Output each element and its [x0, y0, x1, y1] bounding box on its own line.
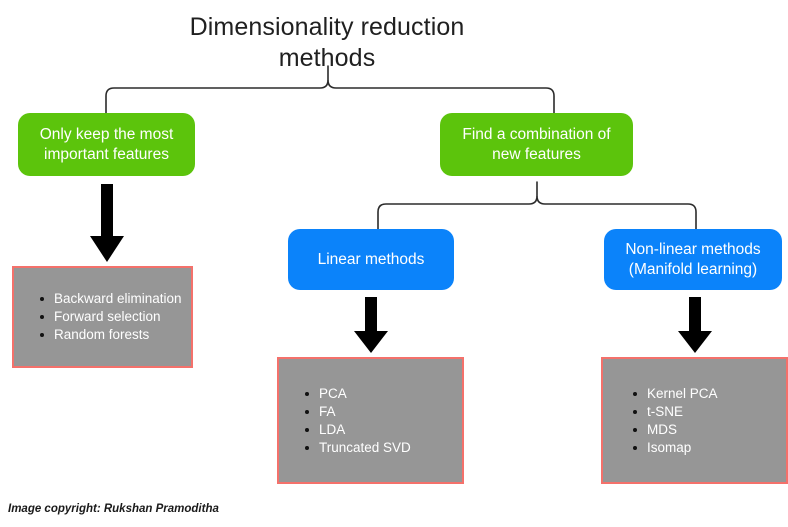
methods-list-feature-selection: Backward elimination Forward selection R…	[12, 266, 193, 368]
list-item: LDA	[305, 421, 462, 439]
list-item: Backward elimination	[40, 290, 191, 308]
copyright-notice: Image copyright: Rukshan Pramoditha	[8, 503, 219, 515]
brace-middle-connector	[376, 181, 698, 233]
category-label-line2: new features	[492, 145, 581, 163]
subcategory-box-linear[interactable]: Linear methods	[288, 229, 454, 290]
list-item: MDS	[633, 421, 786, 439]
subcategory-box-non-linear[interactable]: Non-linear methods (Manifold learning)	[604, 229, 782, 290]
methods-list: Backward elimination Forward selection R…	[14, 290, 191, 344]
list-item: Forward selection	[40, 308, 191, 326]
arrow-down-icon-linear	[352, 297, 390, 355]
arrow-down-icon-feature-selection	[88, 184, 126, 264]
page-title-line1: Dimensionality reduction	[189, 13, 465, 41]
list-item: Random forests	[40, 326, 191, 344]
category-label-line1: Find a combination of	[462, 125, 611, 143]
list-item: PCA	[305, 385, 462, 403]
list-item: Kernel PCA	[633, 385, 786, 403]
list-item: t-SNE	[633, 403, 786, 421]
category-label-line2: important features	[44, 145, 169, 163]
category-box-feature-selection[interactable]: Only keep the most important features	[18, 113, 195, 176]
list-item: Isomap	[633, 439, 786, 457]
methods-list: PCA FA LDA Truncated SVD	[279, 385, 462, 457]
page-title-line2: methods	[278, 44, 376, 72]
category-box-feature-extraction[interactable]: Find a combination of new features	[440, 113, 633, 176]
subcategory-label-line1: Linear methods	[317, 250, 425, 268]
subcategory-label-line2: (Manifold learning)	[628, 260, 758, 278]
category-label-line1: Only keep the most	[39, 125, 174, 143]
list-item: Truncated SVD	[305, 439, 462, 457]
methods-list-non-linear: Kernel PCA t-SNE MDS Isomap	[601, 357, 788, 484]
list-item: FA	[305, 403, 462, 421]
page-title: Dimensionality reduction methods	[172, 12, 482, 74]
arrow-down-icon-non-linear	[676, 297, 714, 355]
brace-top-connector	[104, 65, 556, 117]
methods-list-linear: PCA FA LDA Truncated SVD	[277, 357, 464, 484]
subcategory-label-line1: Non-linear methods	[625, 240, 761, 258]
methods-list: Kernel PCA t-SNE MDS Isomap	[603, 385, 786, 457]
